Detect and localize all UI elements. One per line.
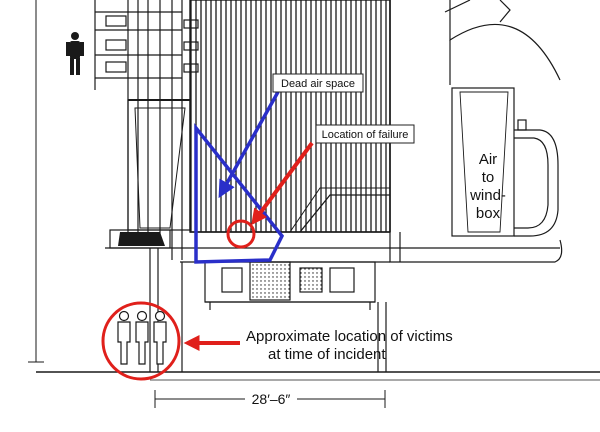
dead-air-label-box <box>272 73 364 93</box>
air-label-line4: box <box>476 205 501 222</box>
failure-label: Location of failure <box>322 129 409 141</box>
dead-air-space-outline <box>194 122 285 264</box>
failure-location-arrow <box>251 141 314 226</box>
air-to-windbox-label: Air to wind- box <box>469 151 506 222</box>
air-label-line2: to <box>482 169 495 186</box>
failure-location-circle <box>226 219 256 249</box>
air-label-line3: wind- <box>469 187 506 204</box>
failure-label-box <box>315 124 415 144</box>
dead-air-space-arrow <box>218 91 280 199</box>
dimension-backing <box>245 390 297 408</box>
victims-location-circle <box>101 301 181 381</box>
victims-figures-icon <box>117 310 167 365</box>
worker-figure-top-icon <box>66 32 84 75</box>
victims-caption-line2: at time of incident <box>268 346 386 363</box>
victims-caption-line1: Approximate location of victims <box>246 328 453 345</box>
dimension-label: 28′–6″ <box>252 391 291 407</box>
air-label-line1: Air <box>479 151 497 168</box>
dead-air-label: Dead air space <box>281 78 355 90</box>
